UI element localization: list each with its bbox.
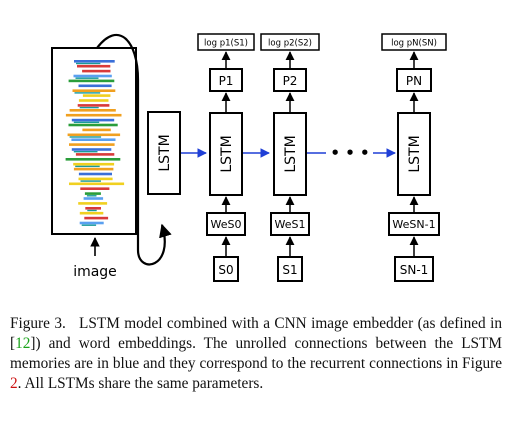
cnn-layer [68, 123, 118, 127]
word-box [277, 256, 303, 282]
cnn-layer [73, 167, 114, 171]
caption-text: ]) and word embeddings. The unrolled con… [10, 335, 502, 372]
cnn-layer [72, 89, 116, 92]
embedding-box [388, 212, 440, 236]
word-label: SN-1 [400, 263, 429, 277]
cnn-layer [65, 113, 122, 117]
log-prob-box [381, 33, 447, 51]
lstm-box [397, 112, 431, 196]
cnn-layer [78, 99, 109, 102]
lstm-label: LSTM [219, 135, 235, 172]
cnn-layer [85, 207, 101, 210]
cnn-layer [78, 84, 112, 88]
log-prob-label: log p2(S2) [268, 39, 312, 49]
cnn-layer [73, 162, 115, 166]
word-box [394, 256, 434, 282]
cnn-layer [83, 197, 104, 200]
cnn-layer [71, 148, 112, 151]
embedding-label: WeS0 [211, 218, 242, 231]
cnn-layer [69, 109, 116, 112]
lstm-step-n: log pN(SN) PN LSTM WeSN-1 SN-1 [381, 33, 447, 282]
embedding-label: WeSN-1 [392, 218, 435, 231]
prob-label: PN [406, 74, 422, 88]
cnn-layer [77, 64, 111, 68]
cnn-layer [75, 153, 115, 156]
log-prob-box [197, 33, 255, 51]
lstm-label: LSTM [407, 135, 423, 172]
lstm-box [273, 112, 307, 196]
cnn-layer [68, 79, 115, 83]
cnn-layer [78, 177, 113, 181]
cnn-layer [84, 192, 101, 195]
cnn-layer [76, 62, 101, 65]
cnn-layer [84, 216, 109, 220]
cnn-layer [79, 211, 104, 215]
cnn-layer [75, 165, 100, 168]
caption-text: LSTM model combined with a CNN image emb… [10, 315, 502, 352]
word-label: S1 [282, 263, 297, 277]
cnn-layer [73, 74, 112, 78]
cnn-layer-stack [65, 60, 125, 226]
lstm-image-box [147, 111, 181, 195]
prob-box [209, 68, 243, 92]
cnn-layer [71, 118, 115, 122]
prob-box [273, 68, 307, 92]
cnn-layer [82, 69, 111, 73]
log-prob-label: log p1(S1) [204, 39, 248, 49]
ellipsis: • • • [330, 144, 369, 162]
prob-label: P1 [219, 74, 234, 88]
cnn-layer [69, 143, 115, 146]
lstm-label: LSTM [283, 135, 299, 172]
figure-caption: Figure 3. LSTM model combined with a CNN… [10, 314, 502, 394]
cnn-layer [65, 158, 121, 161]
cnn-layer [79, 221, 104, 225]
lstm-diagram: image LSTM • • • log p1(S1) P1 LSTM WeS0… [51, 33, 447, 282]
cnn-layer [73, 121, 100, 123]
cnn-layer [75, 77, 99, 79]
cnn-layer [78, 202, 108, 205]
cnn-layer [69, 182, 125, 186]
figure-reference-link[interactable]: 2 [10, 375, 18, 392]
cnn-layer [82, 128, 111, 132]
citation-link[interactable]: 12 [15, 335, 31, 352]
image-label: image [73, 264, 117, 280]
lstm-step-1: log p1(S1) P1 LSTM WeS0 S0 [197, 33, 255, 282]
embedding-label: WeS1 [275, 218, 306, 231]
cnn-layer [69, 136, 102, 138]
lstm-image-label: LSTM [157, 134, 173, 171]
embedding-box [206, 212, 246, 236]
cnn-layer [71, 138, 116, 141]
lstm-step-2: log p2(S2) P2 LSTM WeS1 S1 [260, 33, 320, 282]
cnn-layer [87, 209, 97, 212]
cnn-layer [81, 224, 97, 226]
cnn-embedder [51, 47, 137, 235]
word-label: S0 [218, 263, 233, 277]
cnn-layer [67, 133, 121, 137]
cnn-layer [80, 187, 110, 190]
cnn-layer [82, 94, 111, 97]
lstm-box [209, 112, 243, 196]
prob-label: P2 [283, 74, 298, 88]
cnn-layer [77, 104, 110, 107]
caption-text: . All LSTMs share the same parameters. [17, 375, 264, 392]
cnn-layer [73, 151, 98, 153]
cnn-layer [80, 180, 101, 182]
cnn-to-lstm-connector [96, 34, 172, 266]
cnn-layer [74, 60, 115, 63]
cnn-layer [78, 172, 112, 176]
word-box [213, 256, 239, 282]
log-prob-label: log pN(SN) [391, 39, 437, 49]
embedding-box [270, 212, 310, 236]
prob-box [396, 68, 432, 92]
log-prob-box [260, 33, 320, 51]
cnn-layer [74, 92, 101, 94]
cnn-layer [86, 195, 97, 197]
cnn-layer [79, 106, 99, 109]
caption-figure-label: Figure 3. [10, 315, 66, 332]
